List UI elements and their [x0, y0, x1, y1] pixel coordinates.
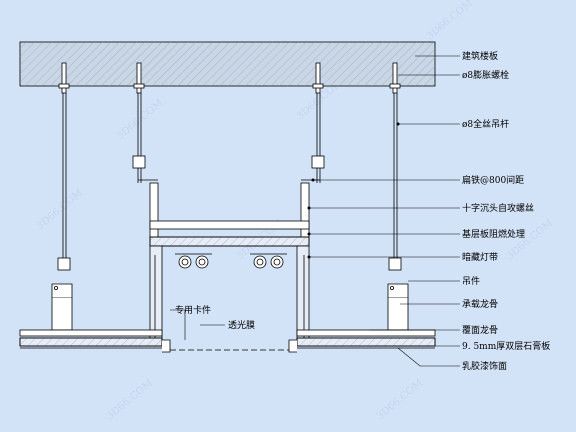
label-paint: 乳胶漆饰面: [462, 360, 507, 372]
watermark: 3D66.COM: [115, 98, 165, 143]
threaded-rod: [388, 62, 402, 271]
label-gypsum: 9. 5mm厚双层石膏板: [462, 340, 550, 352]
label-clip: 专用卡件: [175, 304, 211, 316]
watermark: 3D66.COM: [375, 378, 425, 423]
building-slab: [19, 41, 436, 87]
label-anchor-bolt: ø8膨胀螺栓: [462, 69, 509, 81]
label-hanger: 吊件: [462, 275, 480, 287]
flat-iron-straps: [138, 179, 320, 242]
watermark: 3D66.COM: [35, 188, 85, 233]
label-slab: 建筑楼板: [462, 50, 498, 62]
leader-lines: [170, 55, 460, 367]
hangers: [51, 283, 409, 331]
label-screw: 十字沉头自攻螺丝: [462, 202, 534, 214]
watermark: 3D66.COM: [425, 0, 475, 42]
clips-and-film: [162, 339, 297, 353]
callouts: 建筑楼板 ø8膨胀螺栓 ø8全丝吊杆 扁铁@800间距 十字沉头自攻螺丝 基层板…: [175, 50, 550, 372]
label-cover-keel: 覆面龙骨: [462, 324, 498, 336]
label-flat-iron: 扁铁@800间距: [462, 174, 524, 186]
base-board: [149, 220, 310, 247]
threaded-rod: [132, 62, 146, 183]
label-threaded-rod: ø8全丝吊杆: [462, 118, 509, 130]
threaded-rod: [57, 62, 71, 271]
ceiling-boards: [19, 329, 436, 349]
hidden-light-strip: [175, 253, 287, 269]
threaded-rod: [311, 62, 325, 183]
watermark: 3D66.COM: [105, 378, 155, 423]
label-main-keel: 承载龙骨: [462, 298, 498, 310]
threaded-rods: [57, 62, 402, 271]
label-base-board: 基层板阻燃处理: [462, 228, 525, 240]
label-light-strip: 暗藏灯带: [462, 251, 498, 263]
label-film: 透光膜: [228, 319, 255, 331]
